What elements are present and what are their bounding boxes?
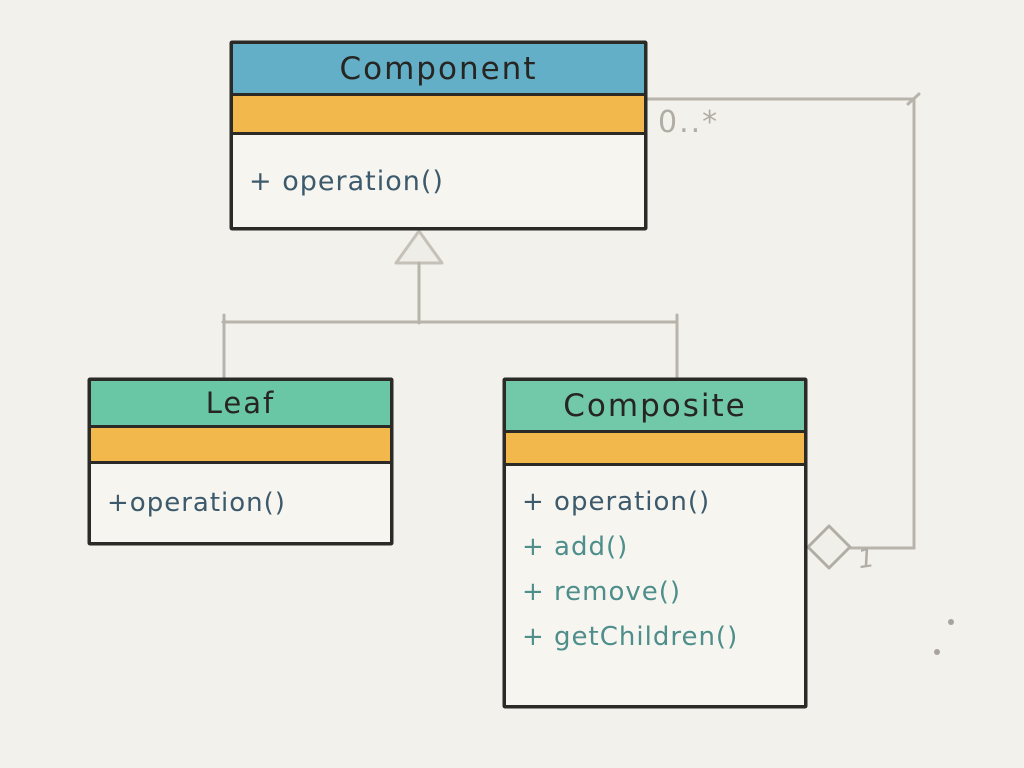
aggregation-diamond-icon <box>806 524 852 570</box>
aggregation-line <box>646 97 916 550</box>
method-label: + remove() <box>522 577 682 607</box>
component-methods-section: + operation() <box>233 135 644 227</box>
component-attributes-section <box>233 96 644 135</box>
composite-attributes-section <box>506 433 804 466</box>
leaf-class-box: Leaf +operation() <box>88 378 393 545</box>
multiplicity-label-composite: 1 <box>856 542 879 576</box>
leaf-attributes-section <box>91 428 390 464</box>
leaf-class-header: Leaf <box>91 381 390 428</box>
multiplicity-label-component: 0..* <box>658 105 720 140</box>
composite-class-header: Composite <box>506 381 804 433</box>
method-label: +operation() <box>107 488 286 518</box>
component-class-box: Component + operation() <box>230 41 647 230</box>
composite-class-box: Composite + operation() + add() + remove… <box>503 378 807 708</box>
component-class-header: Component <box>233 44 644 96</box>
composite-methods-section: + operation() + add() + remove() + getCh… <box>506 466 804 705</box>
method-label: + add() <box>522 532 629 562</box>
leaf-methods-section: +operation() <box>91 464 390 542</box>
ink-speck <box>934 649 940 655</box>
leaf-class-title: Leaf <box>205 386 276 420</box>
component-class-title: Component <box>339 50 538 87</box>
generalization-triangle-icon <box>394 229 444 265</box>
method-label: + getChildren() <box>522 622 739 652</box>
method-label: + operation() <box>522 487 711 517</box>
aggregation-corner-tick <box>906 92 921 106</box>
composite-class-title: Composite <box>563 387 747 424</box>
ink-speck <box>948 619 954 625</box>
method-label: + operation() <box>249 165 444 197</box>
